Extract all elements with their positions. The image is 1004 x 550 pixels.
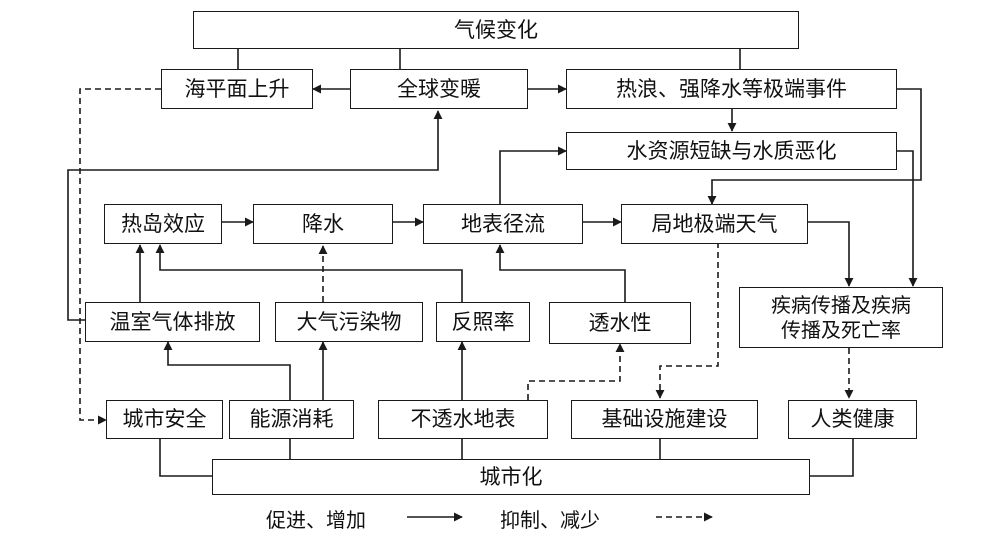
node-air-pollutants: 大气污染物 [275, 302, 423, 342]
node-albedo: 反照率 [436, 302, 530, 342]
arrow-energy-ghg [163, 341, 291, 400]
dashed-sea-safety [79, 88, 161, 425]
arrow-perm-runoff [495, 244, 626, 302]
node-precipitation: 降水 [253, 204, 393, 244]
node-energy-consumption: 能源消耗 [229, 400, 354, 439]
node-surface-runoff: 地表径流 [423, 204, 583, 244]
link-urban-health [810, 439, 854, 477]
dashed-local-infra [655, 242, 719, 399]
dashed-impervious-perm [527, 343, 625, 400]
legend-promote-label: 促进、增加 [266, 508, 366, 532]
node-local-extreme-weather: 局地极端天气 [621, 204, 808, 244]
node-impervious-surface: 不透水地表 [378, 400, 548, 439]
arrow-local-disease [808, 221, 854, 287]
node-water-shortage: 水资源短缺与水质恶化 [566, 132, 897, 170]
node-extreme-events: 热浪、强降水等极端事件 [566, 69, 897, 109]
node-urban-safety: 城市安全 [106, 400, 223, 439]
node-climate-change: 气候变化 [193, 11, 799, 49]
legend-inhibit-label: 抑制、减少 [500, 508, 600, 532]
arrow-albedo-heat [155, 244, 463, 302]
node-ghg-emission: 温室气体排放 [85, 302, 260, 342]
node-global-warming: 全球变暖 [350, 69, 528, 109]
arrow-ghg-warming [67, 110, 443, 321]
node-urbanization: 城市化 [212, 459, 810, 495]
node-permeability: 透水性 [549, 302, 691, 344]
node-infrastructure: 基础设施建设 [571, 400, 758, 439]
arrow-runoff-water [499, 146, 567, 204]
node-human-health: 人类健康 [788, 400, 917, 439]
node-heat-island: 热岛效应 [104, 204, 222, 244]
arrow-water-disease [897, 150, 918, 287]
arrow-extreme-local [707, 88, 922, 205]
link-urban-safety [159, 439, 212, 477]
node-sea-level-rise: 海平面上升 [161, 69, 313, 109]
node-disease-spread: 疾病传播及疾病 传播及死亡率 [739, 287, 943, 348]
